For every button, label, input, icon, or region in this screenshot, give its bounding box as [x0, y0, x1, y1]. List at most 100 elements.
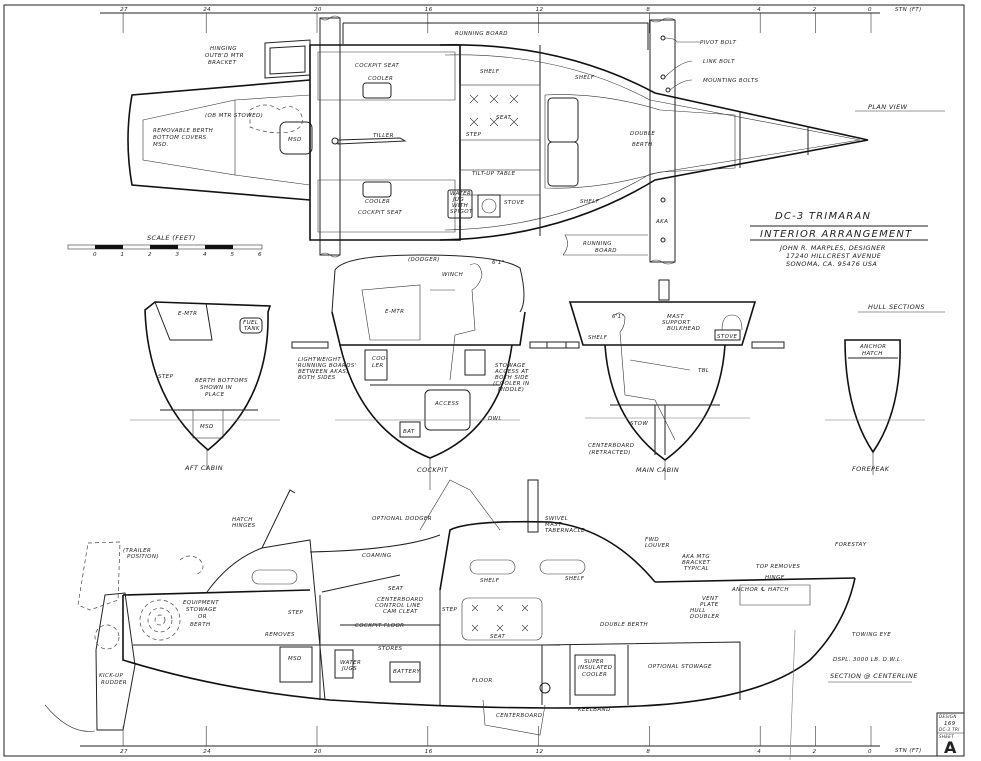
- label-winch: WINCH: [442, 272, 463, 278]
- coaming: [309, 534, 441, 553]
- label-coo: COO-: [372, 356, 388, 362]
- label-centerboard-section: CENTERBOARD: [588, 443, 634, 449]
- pivot-bolt: [660, 35, 666, 41]
- label-running-boards: 'RUNNING BOARDS': [296, 363, 357, 369]
- label-msd-profile: MSD: [288, 656, 302, 662]
- plan-view: HINGING OUTB'D MTR BRACKET (OB MTR STOWE…: [127, 15, 945, 265]
- label-plate: PLATE: [700, 602, 719, 608]
- label-jug: JUG: [452, 197, 464, 203]
- sheet-title-block: DESIGN 169 DC-3 TRI SHEET A: [936, 712, 965, 757]
- label-keelband: KEELBAND: [578, 707, 611, 713]
- label-stowage: STOWAGE: [495, 363, 526, 369]
- station-label-bottom: 24: [203, 749, 211, 755]
- aft-hatch: [206, 539, 326, 701]
- label-shown-in: SHOWN IN: [200, 385, 232, 391]
- scale-tick-label: 2: [148, 252, 152, 258]
- foredeck: [654, 577, 856, 583]
- label-tabernacle: TABERNACLE: [545, 528, 585, 534]
- design-label: DESIGN: [939, 714, 957, 719]
- label-cooler-top: COOLER: [368, 76, 393, 82]
- label-centerboard-profile: CENTERBOARD: [496, 713, 542, 719]
- label-stove-section: STOVE: [717, 334, 738, 340]
- station-label-bottom: 16: [425, 749, 433, 755]
- label-hinging: HINGING: [210, 46, 237, 52]
- sheet-label: SHEET: [939, 734, 954, 739]
- label-e-mtr-aft: E-MTR: [178, 311, 197, 317]
- outboard-motor-stowed: [249, 104, 303, 134]
- drawing-name: DC-3 TRIMARAN: [775, 211, 871, 222]
- label-cooler-bottom: COOLER: [365, 199, 390, 205]
- label-dodger: (DODGER): [408, 257, 440, 263]
- label-cb-control-2: CONTROL LINE: [375, 603, 421, 609]
- kick-up-rudder: [95, 592, 136, 731]
- label-hinge: HINGE: [765, 575, 785, 581]
- cabin-top: [439, 520, 656, 591]
- label-running-board-top: RUNNING BOARD: [455, 31, 508, 37]
- station-label-bottom: 20: [314, 749, 322, 755]
- label-aka-bracket: BRACKET: [682, 560, 711, 566]
- label-double-berth-profile: DOUBLE BERTH: [600, 622, 648, 628]
- running-board-top: [342, 22, 649, 50]
- cooler-top: [362, 82, 392, 99]
- main-hull-outline: [439, 44, 869, 241]
- label-berth-profile: BERTH: [190, 622, 211, 628]
- label-top-removes: TOP REMOVES: [756, 564, 800, 570]
- station-label-bottom: 27: [120, 749, 128, 755]
- label-stowage-profile: STOWAGE: [186, 607, 217, 613]
- label-step: STEP: [466, 132, 482, 138]
- station-unit-top: STN (FT): [895, 7, 922, 13]
- section-title-cockpit: COCKPIT: [417, 466, 449, 474]
- label-bracket: BRACKET: [208, 60, 237, 66]
- section-cockpit: (DODGER) WINCH 6'1" E-MTR COO- LER LIGHT…: [291, 254, 567, 490]
- label-cockpit-seat-top: COCKPIT SEAT: [355, 63, 399, 69]
- label-cb-control-3: CAM CLEAT: [383, 609, 418, 615]
- outboard-bracket: [264, 39, 311, 79]
- link-bolt: [660, 74, 666, 80]
- label-bulkhead: BULKHEAD: [667, 326, 700, 332]
- label-e-mtr-cockpit: E-MTR: [385, 309, 404, 315]
- label-vent: VENT: [702, 596, 719, 602]
- label-berth-bottoms: BERTH BOTTOMS: [195, 378, 248, 384]
- label-link-bolt: LINK BOLT: [703, 59, 735, 65]
- label-insulated: INSULATED: [578, 665, 612, 671]
- label-seat-profile: SEAT: [388, 586, 404, 592]
- label-floor: FLOOR: [472, 678, 493, 684]
- label-stores: STORES: [378, 646, 402, 652]
- label-cooler-in: (COOLER IN: [493, 381, 530, 387]
- label-spigot: SPIGOT: [450, 209, 473, 215]
- label-mounting-bolts: MOUNTING BOLTS: [703, 78, 759, 84]
- running-board-bottom: [562, 234, 648, 256]
- label-position: POSITION): [127, 554, 159, 560]
- station-label-bottom: 0: [868, 749, 872, 755]
- label-step-aft-profile: STEP: [288, 610, 304, 616]
- label-hatch: HATCH: [862, 351, 883, 357]
- double-berth-plan: [544, 94, 736, 189]
- label-louver: LOUVER: [645, 543, 670, 549]
- centerboard-profile: [482, 699, 546, 736]
- label-pivot-bolt: PIVOT BOLT: [700, 40, 737, 46]
- station-label-top: 8: [646, 7, 650, 13]
- label-tilt-table: TILT-UP TABLE: [472, 171, 516, 177]
- station-label-top: 16: [425, 7, 433, 13]
- label-optional-dodger: OPTIONAL DODGER: [372, 516, 432, 522]
- label-with: WITH: [452, 203, 468, 209]
- label-typical: TYPICAL: [684, 566, 709, 572]
- label-seat: SEAT: [496, 115, 512, 121]
- label-fuel: FUEL: [243, 320, 258, 326]
- scale-tick-label: 5: [231, 252, 235, 258]
- drawing-subtitle: INTERIOR ARRANGEMENT: [760, 229, 912, 240]
- hatch-open: [261, 489, 296, 549]
- station-label-bottom: 2: [813, 749, 817, 755]
- label-middle: MIDDLE): [498, 387, 524, 393]
- aft-hull-outline: [127, 79, 311, 201]
- label-access: ACCESS: [434, 401, 459, 407]
- designer-city: SONOMA, CA. 95476 USA: [786, 260, 877, 268]
- designer: JOHN R. MARPLES, DESIGNER: [778, 244, 886, 252]
- scale-tick-label: 1: [121, 252, 125, 258]
- label-optional-stowage: OPTIONAL STOWAGE: [648, 664, 712, 670]
- label-between-akas: BETWEEN AKAS,: [298, 369, 348, 375]
- label-stove: STOVE: [504, 200, 525, 206]
- label-shelf-2: SHELF: [575, 75, 595, 81]
